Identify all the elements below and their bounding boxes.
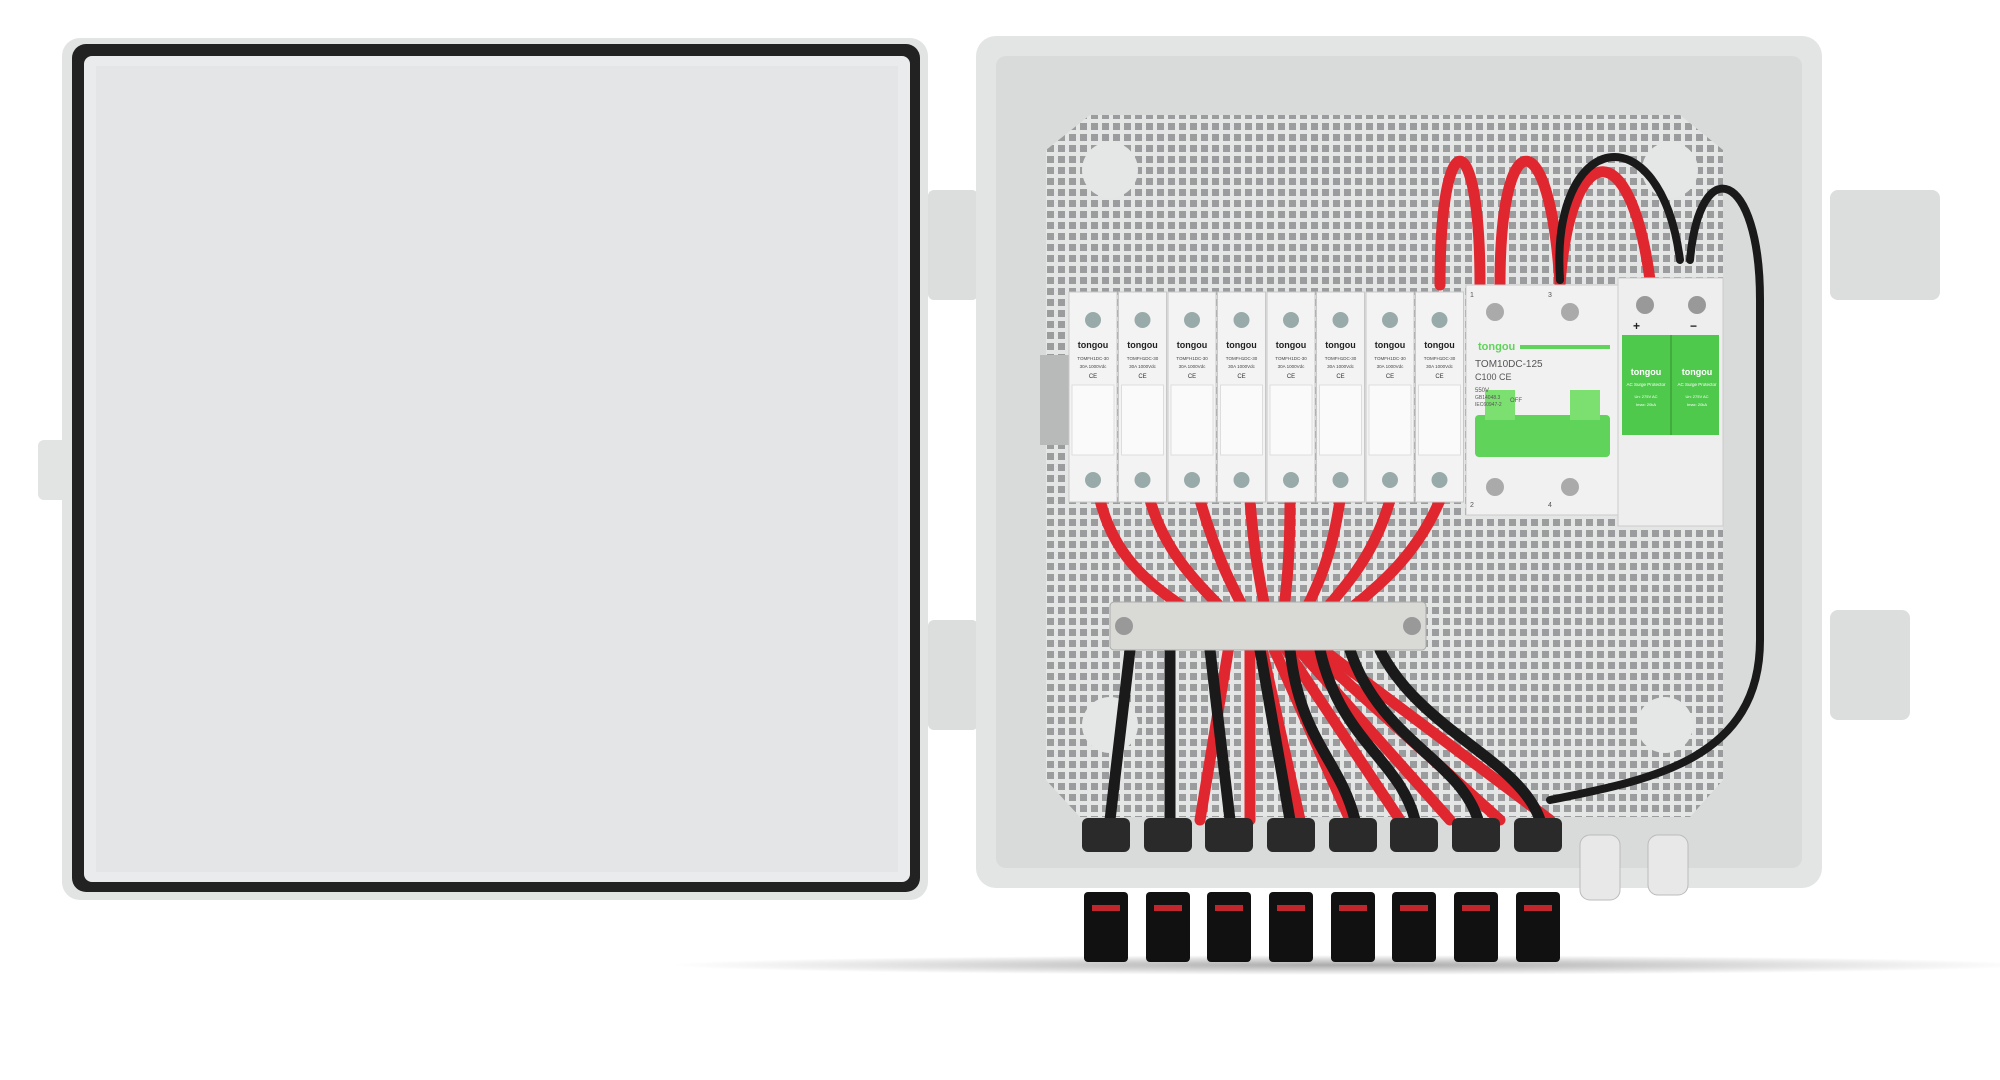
fuse-model-label: TOMFH1DC-30	[1226, 356, 1258, 361]
terminal-screw-icon	[1134, 312, 1151, 328]
fuse-brand-label: tongou	[1127, 340, 1158, 350]
fuse-model-label: TOMFH1DC-30	[1176, 356, 1208, 361]
fuse-mark-label: CE	[1287, 374, 1295, 380]
terminal-screw-icon	[1283, 312, 1299, 328]
fuse-model-label: TOMFH1DC-30	[1374, 356, 1406, 361]
fuse-brand-label: tongou	[1375, 340, 1406, 350]
ground-bus-bar	[1109, 601, 1427, 651]
floor-shadow	[670, 955, 2000, 975]
fuse-rating-label: 30A 1000Vdc	[1129, 364, 1157, 369]
fuse-rating-label: 30A 1000Vdc	[1426, 364, 1454, 369]
isolator-text: GB14048.3	[1475, 395, 1501, 401]
hinges	[928, 190, 1940, 730]
terminal-screw-icon	[1332, 312, 1349, 328]
spd-text: tongou	[1682, 367, 1713, 377]
fuse-brand-label: tongou	[1325, 340, 1356, 350]
isolator-text: 3	[1548, 292, 1552, 299]
terminal-screw-icon	[1085, 312, 1101, 328]
fuse-model-label: TOMFH1DC-30	[1275, 356, 1307, 361]
spd-text: AC Surge Protector	[1626, 382, 1666, 387]
mc4-connector	[1267, 818, 1315, 962]
fuse-brand-label: tongou	[1078, 340, 1109, 350]
terminal-screw-icon	[1134, 472, 1151, 488]
mc4-connector	[1144, 818, 1192, 962]
fuse-mark-label: CE	[1138, 374, 1146, 380]
isolator-text: IEC60947-2	[1475, 402, 1502, 408]
fuse-model-label: TOMFH1DC-30	[1127, 356, 1159, 361]
terminal-screw-icon	[1085, 472, 1101, 488]
terminal-screw-icon	[1431, 472, 1448, 488]
fuse-brand-label: tongou	[1177, 340, 1208, 350]
fuse-brand-label: tongou	[1226, 340, 1257, 350]
dc-isolator-switch[interactable]	[1465, 284, 1619, 516]
fuse-rating-label: 30A 1000Vdc	[1080, 364, 1108, 369]
enclosure-lid	[38, 38, 928, 900]
mc4-connector	[1452, 818, 1500, 962]
mc4-connector	[1082, 818, 1130, 962]
fuse-mark-label: CE	[1336, 374, 1344, 380]
fuse-model-label: TOMFH1DC-30	[1077, 356, 1109, 361]
fuse-mark-label: CE	[1386, 374, 1394, 380]
mc4-connector	[1329, 818, 1377, 962]
terminal-screw-icon	[1382, 312, 1398, 328]
isolator-text: 4	[1548, 502, 1552, 509]
fuse-rating-label: 30A 1000Vdc	[1278, 364, 1306, 369]
isolator-text: C100 CE	[1475, 372, 1512, 382]
isolator-text: TOM10DC-125	[1475, 359, 1543, 370]
terminal-screw-icon	[1233, 472, 1250, 488]
terminal-screw-icon	[1431, 312, 1448, 328]
fuse-model-label: TOMFH1DC-30	[1424, 356, 1456, 361]
spd-polarity-label: +	[1633, 319, 1640, 333]
din-rail	[1040, 355, 1070, 445]
fuse-mark-label: CE	[1435, 374, 1443, 380]
terminal-screw-icon	[1184, 472, 1200, 488]
mc4-connector	[1514, 818, 1562, 962]
fuse-rating-label: 30A 1000Vdc	[1377, 364, 1405, 369]
terminal-screw-icon	[1283, 472, 1299, 488]
isolator-text: 2	[1470, 502, 1474, 509]
isolator-text: 1	[1470, 292, 1474, 299]
terminal-screw-icon	[1184, 312, 1200, 328]
spd-text: AC Surge Protector	[1677, 382, 1717, 387]
terminal-screw-icon	[1332, 472, 1349, 488]
fuse-rating-label: 30A 1000Vdc	[1228, 364, 1256, 369]
isolator-text: OFF	[1510, 398, 1522, 404]
terminal-screw-icon	[1382, 472, 1398, 488]
terminal-screw-icon	[1233, 312, 1250, 328]
fuse-mark-label: CE	[1089, 374, 1097, 380]
fuse-rating-label: 30A 1000Vdc	[1327, 364, 1355, 369]
fuse-model-label: TOMFH1DC-30	[1325, 356, 1357, 361]
mc4-connector	[1390, 818, 1438, 962]
spd-text: Un: 275V AC	[1685, 394, 1708, 399]
mc4-connector-row	[1082, 818, 1562, 962]
fuse-brand-label: tongou	[1276, 340, 1307, 350]
surge-protector	[1617, 277, 1724, 527]
spare-glands	[1579, 834, 1689, 901]
fuse-rating-label: 30A 1000Vdc	[1179, 364, 1207, 369]
fuse-brand-label: tongou	[1424, 340, 1455, 350]
fuse-mark-label: CE	[1188, 374, 1196, 380]
mc4-connector	[1205, 818, 1253, 962]
spd-text: Un: 275V AC	[1634, 394, 1657, 399]
isolator-text: tongou	[1478, 341, 1515, 353]
spd-text: Imax: 20kA	[1636, 402, 1656, 407]
spd-text: tongou	[1631, 367, 1662, 377]
isolator-text: 550V	[1475, 388, 1489, 394]
spd-polarity-label: −	[1690, 319, 1697, 333]
fuse-mark-label: CE	[1237, 374, 1245, 380]
spd-text: Imax: 20kA	[1687, 402, 1707, 407]
isolator-handle[interactable]	[1475, 415, 1610, 457]
